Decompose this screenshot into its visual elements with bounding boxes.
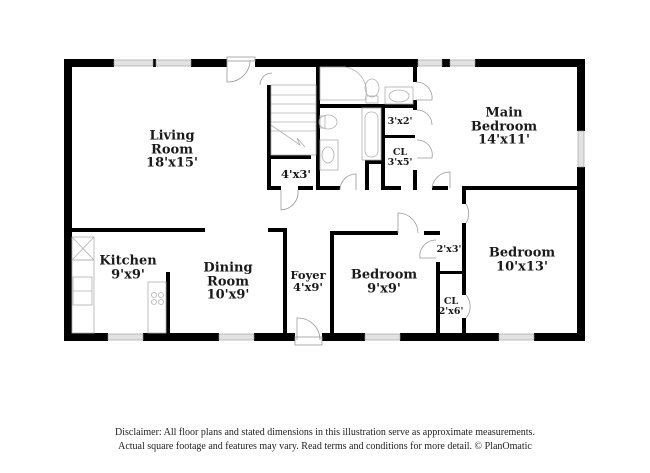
kitchen-label: Kitchen 9'x9' xyxy=(99,254,156,281)
room-name: Foyer xyxy=(290,267,326,282)
disclaimer: Disclaimer: All floor plans and stated d… xyxy=(0,426,650,454)
closet-3x2-label: 3'x2' xyxy=(388,117,413,127)
room-name: CL xyxy=(392,147,408,159)
room-name: Bedroom xyxy=(350,267,418,283)
room-dimensions: 3'x5' xyxy=(387,157,413,168)
room-dimensions: 9'x9' xyxy=(367,281,401,296)
room-dimensions: 2'x3' xyxy=(436,244,462,256)
room-name: Room xyxy=(207,274,249,290)
closet-2x3-label: 2'x3' xyxy=(437,245,462,255)
closet-cl-2x6-label: CL 2'x6' xyxy=(439,297,464,317)
closet-4x3-label: 4'x3' xyxy=(281,168,311,180)
room-dimensions: 10'x13' xyxy=(496,259,548,274)
fixtures xyxy=(71,66,414,334)
exterior-walls xyxy=(64,59,585,341)
room-dimensions: 3'x2' xyxy=(387,116,413,128)
doors xyxy=(226,56,471,346)
room-dimensions: 9'x9' xyxy=(111,267,145,282)
room-name: Dining xyxy=(203,260,253,276)
room-name: Bedroom xyxy=(470,119,538,135)
foyer-label: Foyer 4'x9' xyxy=(290,269,325,293)
room-dimensions: 4'x3' xyxy=(281,166,311,181)
bedroom-9x9-label: Bedroom 9'x9' xyxy=(351,268,417,295)
closet-cl-3x5-label: CL 3'x5' xyxy=(388,148,413,168)
room-name: Bedroom xyxy=(488,245,556,261)
room-dimensions: 2'x6' xyxy=(438,306,464,317)
room-name: CL xyxy=(443,296,459,308)
disclaimer-line-2: Actual square footage and features may v… xyxy=(118,441,532,452)
room-dimensions: 14'x11' xyxy=(478,132,530,148)
room-dimensions: 18'x15' xyxy=(146,155,198,171)
dining-room-label: Dining Room 10'x9' xyxy=(203,260,253,303)
main-bedroom-label: Main Bedroom 14'x11' xyxy=(470,105,538,148)
room-name: Living xyxy=(149,128,195,144)
interior-walls xyxy=(72,67,585,340)
room-name: Main xyxy=(485,105,523,121)
disclaimer-line-1: Disclaimer: All floor plans and stated d… xyxy=(115,427,535,438)
room-name: Room xyxy=(151,142,193,158)
windows xyxy=(107,59,585,341)
room-dimensions: 10'x9' xyxy=(206,287,250,303)
room-name: Kitchen xyxy=(99,253,157,269)
bedroom-10x13-label: Bedroom 10'x13' xyxy=(489,246,555,273)
living-room-label: Living Room 18'x15' xyxy=(146,128,198,171)
room-dimensions: 4'x9' xyxy=(293,280,323,294)
